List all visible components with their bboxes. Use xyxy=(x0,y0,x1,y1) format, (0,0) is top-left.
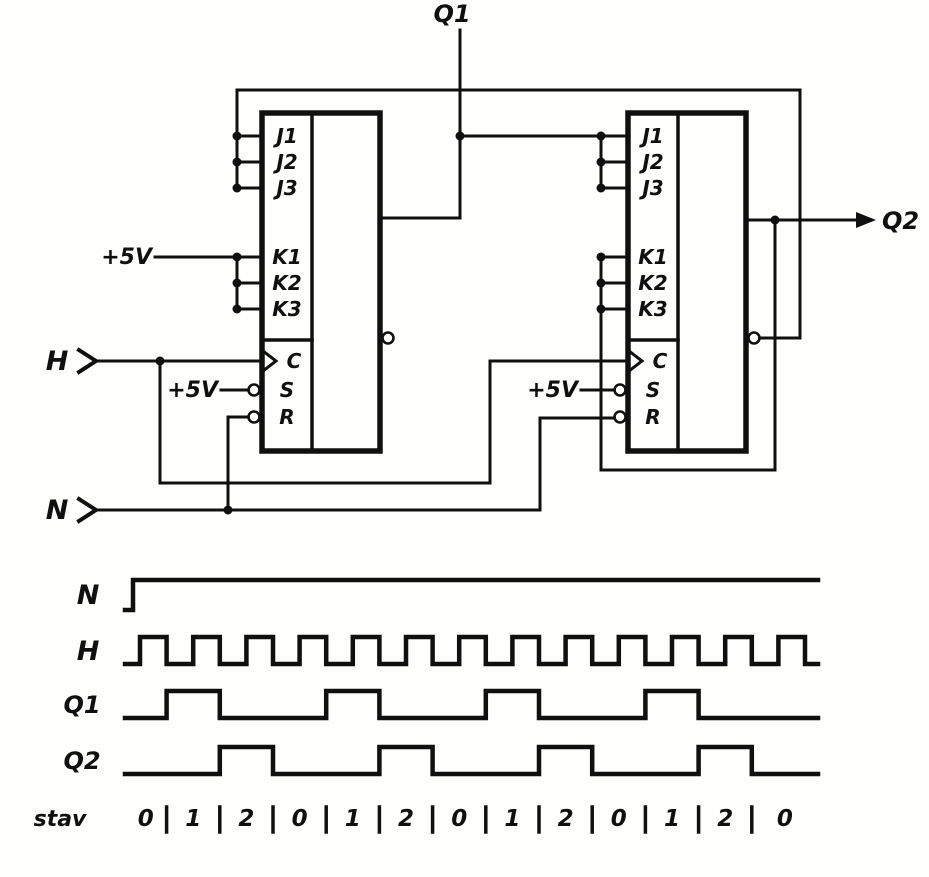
waveform-h xyxy=(122,634,821,667)
timing-label-q2: Q2 xyxy=(63,747,100,775)
flip-flop-1: J1 J2 J3 K1 K2 K3 C S R xyxy=(247,110,395,454)
flip-flop-2: J1 J2 J3 K1 K2 K3 C S R xyxy=(613,110,761,454)
h-input-connector-icon xyxy=(76,347,100,375)
circuit-schematic: J1 J2 J3 K1 K2 K3 C S R J1 J2 J3 K1 K2 K… xyxy=(46,0,919,526)
junction-dot xyxy=(232,252,242,262)
ff1-pin-j2: J2 xyxy=(272,150,297,174)
label-n: N xyxy=(46,495,69,526)
label-vcc-ff2-s: +5V xyxy=(527,378,580,403)
n-input-connector-icon xyxy=(76,496,100,524)
state-value-4: 1 xyxy=(345,806,361,832)
ff1-set-bubble-icon xyxy=(247,383,261,397)
junction-dot xyxy=(232,278,242,288)
state-value-10: 1 xyxy=(664,806,680,832)
state-value-0: 0 xyxy=(138,806,154,832)
state-value-7: 1 xyxy=(504,806,520,832)
wire-q1-output xyxy=(378,28,462,220)
label-vcc-ff1-k: +5V xyxy=(101,245,154,270)
ff1-clock-triangle-icon xyxy=(260,348,279,374)
ff1-pin-k3: K3 xyxy=(272,297,301,321)
label-vcc-ff1-s: +5V xyxy=(167,378,220,403)
ff2-set-bubble-icon xyxy=(613,383,627,397)
ff2-reset-bubble-icon xyxy=(613,410,627,424)
ff1-pin-j3: J3 xyxy=(272,176,297,200)
wire-h-to-ff2-clock xyxy=(158,359,630,485)
ff1-pin-r: R xyxy=(279,405,294,429)
timing-label-h: H xyxy=(77,636,100,667)
junction-dot xyxy=(596,183,606,193)
waveform-n xyxy=(122,577,821,613)
ff2-pin-c: C xyxy=(653,349,668,373)
ff1-qbar-bubble-icon xyxy=(381,331,395,345)
state-value-12: 0 xyxy=(777,806,793,832)
ff2-pin-s: S xyxy=(646,378,660,402)
label-q2: Q2 xyxy=(882,207,919,235)
waveform-q2 xyxy=(122,744,821,777)
ff2-pin-r: R xyxy=(645,405,660,429)
junction-dot xyxy=(232,131,242,141)
wires xyxy=(76,28,876,524)
junction-dot xyxy=(596,278,606,288)
junction-dot xyxy=(596,252,606,262)
waveforms xyxy=(122,577,821,777)
label-h: H xyxy=(46,346,69,377)
ff1-pin-j1: J1 xyxy=(272,124,297,148)
wire-ff1-reset xyxy=(226,415,250,512)
ff2-pin-j2: J2 xyxy=(638,150,663,174)
timing-label-stav: stav xyxy=(34,807,87,832)
junction-dot xyxy=(596,157,606,167)
ff2-qbar-bubble-icon xyxy=(747,331,761,345)
timing-diagram: N H Q1 Q2 stav 0 1 2 0 1 2 0 1 2 0 1 2 0 xyxy=(34,577,821,834)
timing-label-q1: Q1 xyxy=(63,691,100,719)
ff2-pin-k3: K3 xyxy=(638,297,667,321)
junction-dot xyxy=(232,183,242,193)
ff2-clock-triangle-icon xyxy=(626,348,645,374)
state-value-1: 1 xyxy=(185,806,201,832)
ff1-pin-k2: K2 xyxy=(272,271,301,295)
wire-q2-to-ff2-k-bus xyxy=(599,218,777,472)
wire-n-to-ff2-reset xyxy=(538,416,616,512)
label-q1: Q1 xyxy=(433,0,470,28)
junction-dot xyxy=(232,304,242,314)
ff1-pin-c: C xyxy=(287,349,302,373)
junction-dot xyxy=(232,157,242,167)
timing-label-n: N xyxy=(77,580,100,611)
ff1-pin-k1: K1 xyxy=(272,245,301,269)
ff1-pin-s: S xyxy=(280,378,294,402)
junction-dot xyxy=(455,131,465,141)
state-row: 0 1 2 0 1 2 0 1 2 0 1 2 0 xyxy=(138,805,793,834)
ff1-reset-bubble-icon xyxy=(247,410,261,424)
junction-dot xyxy=(770,215,780,225)
wire-q2bar-feedback xyxy=(235,88,802,340)
state-value-5: 2 xyxy=(398,806,414,832)
ff2-pin-k2: K2 xyxy=(638,271,667,295)
ff2-pin-k1: K1 xyxy=(638,245,667,269)
q2-arrowhead-icon xyxy=(856,212,876,228)
state-value-11: 2 xyxy=(717,806,733,832)
state-value-2: 2 xyxy=(238,806,254,832)
ff2-pin-j3: J3 xyxy=(638,176,663,200)
state-value-9: 0 xyxy=(611,806,627,832)
ff2-pin-j1: J1 xyxy=(638,124,663,148)
state-value-8: 2 xyxy=(558,806,574,832)
state-value-6: 0 xyxy=(451,806,467,832)
junction-dot xyxy=(223,505,233,515)
junction-dot xyxy=(596,304,606,314)
state-value-3: 0 xyxy=(292,806,308,832)
junction-dot xyxy=(596,131,606,141)
junction-dot xyxy=(155,356,165,366)
wire-ff1-k-bus xyxy=(153,255,239,311)
waveform-q1 xyxy=(122,688,821,721)
